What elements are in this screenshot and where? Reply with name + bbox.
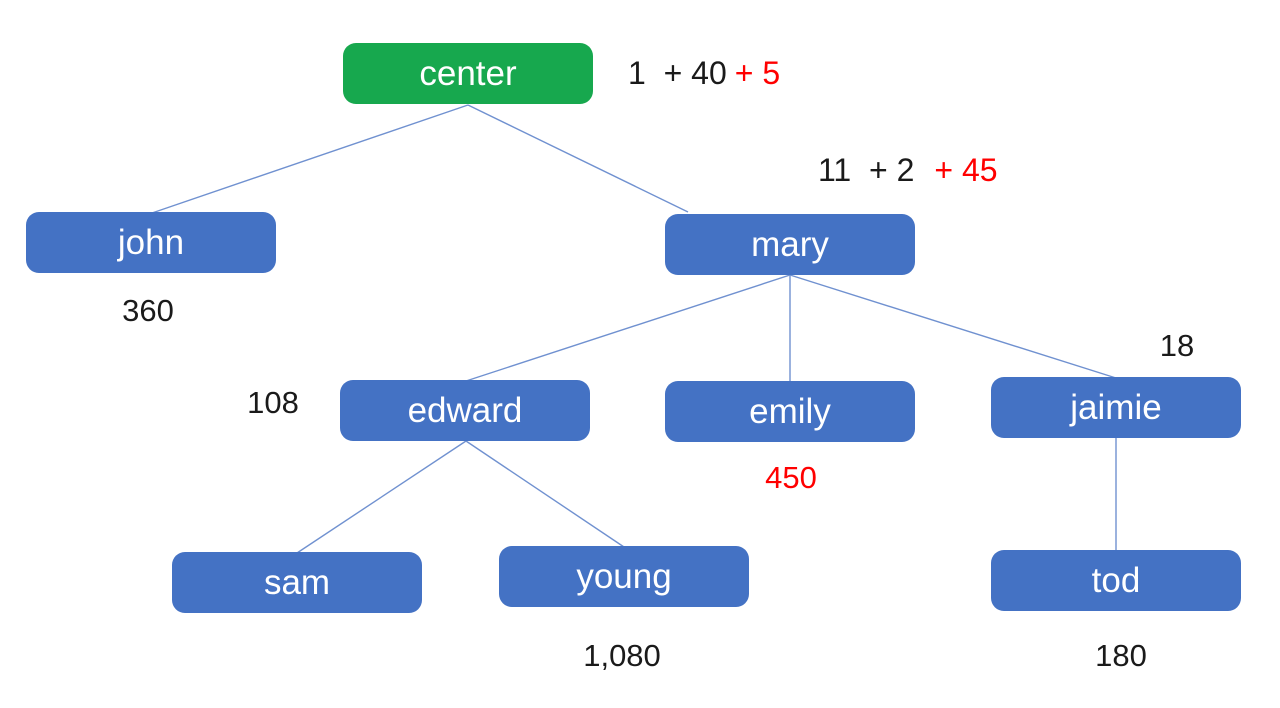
node-label-emily: emily — [749, 392, 831, 431]
node-label-tod: tod — [1091, 561, 1141, 600]
tree-node-center: center — [343, 43, 593, 104]
expression-mary-black: 11 + 2 — [818, 152, 915, 188]
tree-node-emily: emily — [665, 381, 915, 442]
value-label-john: 360 — [122, 293, 174, 328]
value-label-edward: 108 — [247, 385, 299, 420]
connector-edward-young — [465, 440, 625, 548]
connector-center-john — [151, 104, 469, 214]
node-label-young: young — [576, 557, 672, 596]
node-label-mary: mary — [751, 225, 829, 264]
tree-node-young: young — [499, 546, 749, 607]
node-label-john: john — [117, 223, 185, 262]
expression-center-black: 1 + 40 — [628, 55, 727, 91]
node-label-center: center — [419, 54, 517, 93]
node-label-sam: sam — [263, 563, 331, 602]
tree-node-sam: sam — [172, 552, 422, 613]
node-label-edward: edward — [407, 391, 523, 430]
value-label-tod: 180 — [1095, 638, 1147, 673]
expression-mary: 11 + 2 + 45 — [818, 152, 998, 188]
tree-node-edward: edward — [340, 380, 590, 441]
tree-node-tod: tod — [991, 550, 1241, 611]
expression-mary-red: + 45 — [934, 152, 998, 188]
connector-mary-edward — [465, 274, 791, 382]
value-label-emily: 450 — [765, 460, 817, 495]
connector-edward-sam — [296, 440, 467, 554]
expression-center: 1 + 40+ 5 — [628, 55, 781, 91]
tree-node-jaimie: jaimie — [991, 377, 1241, 438]
value-label-jaimie: 18 — [1159, 328, 1195, 363]
expression-center-red: + 5 — [734, 55, 781, 91]
connector-mary-jaimie — [789, 274, 1117, 379]
tree-node-john: john — [26, 212, 276, 273]
tree-node-mary: mary — [665, 214, 915, 275]
connector-center-mary — [467, 104, 689, 213]
node-label-jaimie: jaimie — [1070, 388, 1162, 427]
value-label-young: 1,080 — [583, 638, 661, 673]
